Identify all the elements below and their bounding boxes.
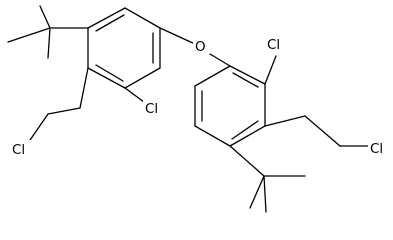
bond	[209, 53, 231, 67]
chlorine-ring-right-label: Cl	[267, 37, 280, 53]
atom-labels: O Cl Cl Cl Cl	[10, 35, 390, 158]
bond	[124, 7, 161, 29]
bond	[124, 67, 161, 89]
bond	[47, 107, 81, 115]
bond	[229, 145, 265, 177]
chlorine-chain-right-label: Cl	[370, 141, 383, 157]
bond	[87, 7, 126, 29]
bond	[79, 67, 89, 109]
bond	[194, 65, 231, 87]
bond	[27, 113, 49, 144]
bond	[264, 55, 277, 85]
molecule-drawing: O Cl Cl Cl Cl	[7, 5, 390, 213]
chlorine-ring-left-label: Cl	[145, 101, 158, 117]
bond	[229, 125, 266, 147]
chlorine-chain-left-label: Cl	[12, 142, 25, 158]
bond	[87, 67, 126, 89]
double-bond-inner	[231, 120, 259, 140]
bonds	[7, 5, 371, 213]
double-bond-inner	[232, 72, 259, 88]
double-bond-inner	[95, 14, 125, 32]
bond	[47, 27, 51, 59]
structure-diagram: O Cl Cl Cl Cl	[7, 5, 390, 213]
bond	[249, 175, 265, 209]
bond	[194, 125, 231, 147]
double-bond-inner	[95, 64, 124, 82]
bond	[7, 27, 51, 43]
oxygen-label: O	[195, 39, 206, 55]
bond	[229, 65, 266, 85]
bond	[39, 5, 51, 29]
bond	[159, 27, 196, 45]
bond	[263, 175, 267, 213]
bond	[304, 115, 341, 147]
bond	[264, 115, 306, 127]
